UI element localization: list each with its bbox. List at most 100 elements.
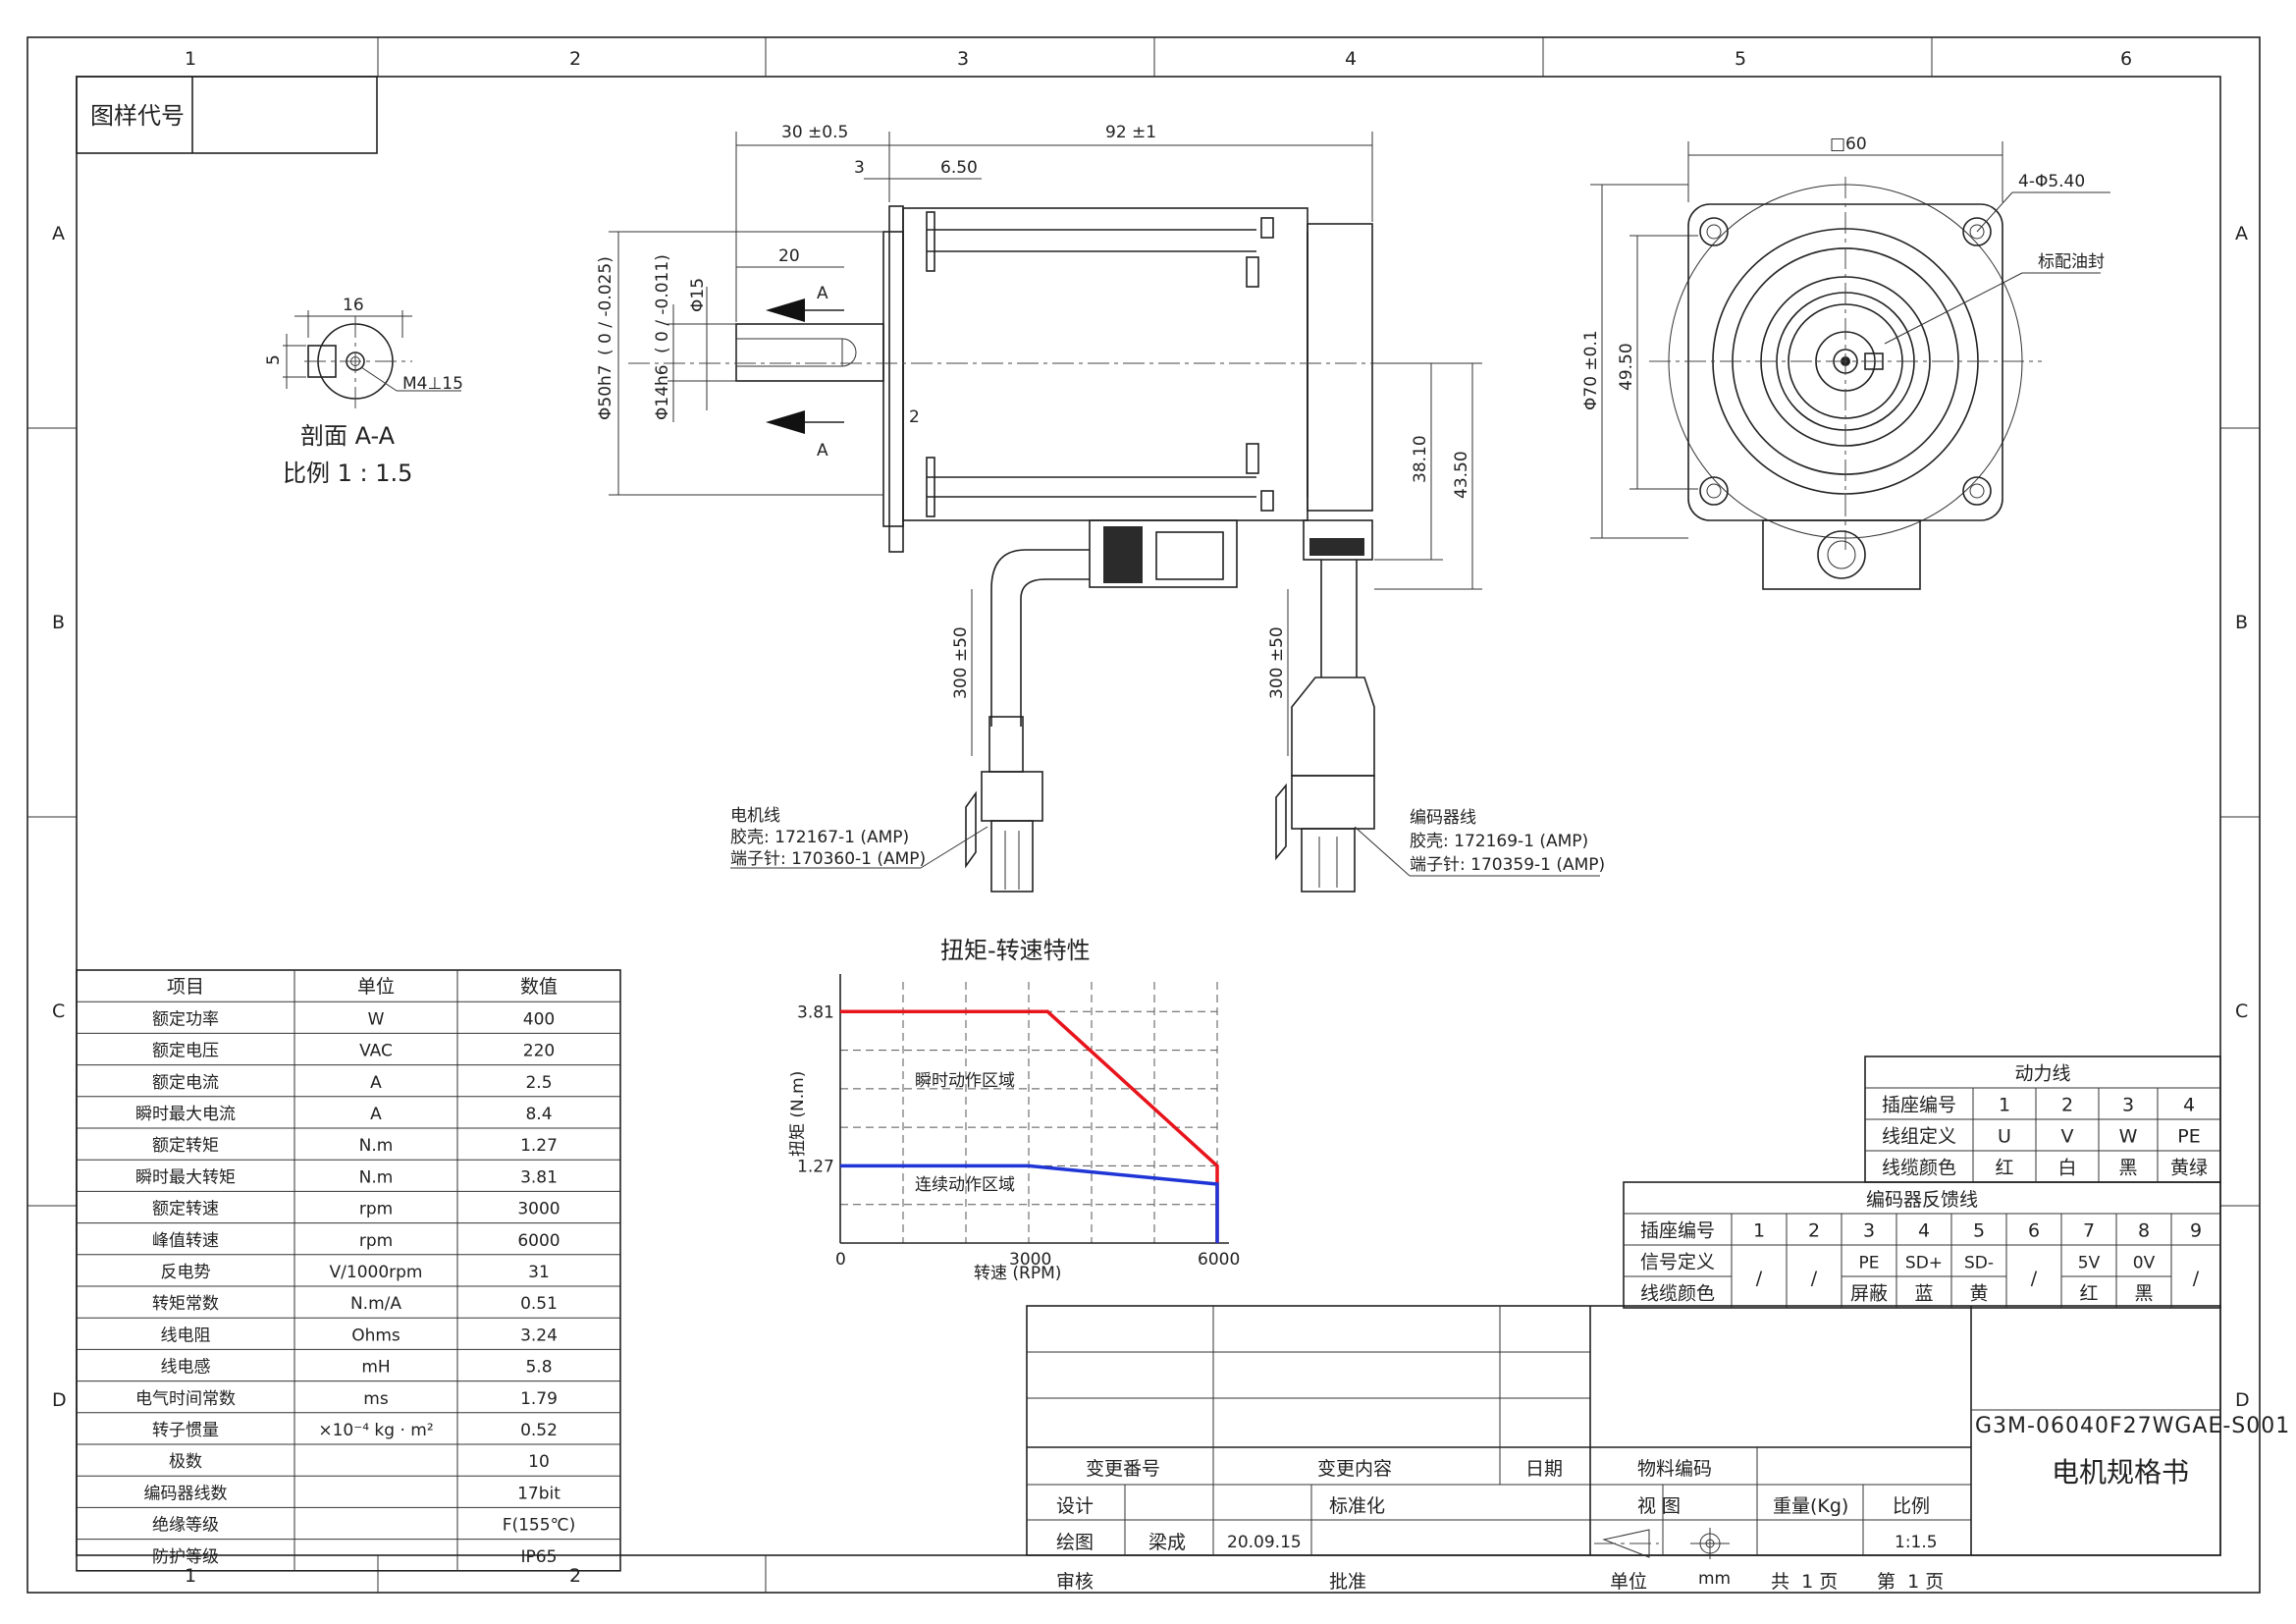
spec-table-cell: 线电阻	[161, 1326, 211, 1345]
encoder-table-cell: /	[2193, 1268, 2200, 1289]
dim-flange-square: □60	[1830, 135, 1867, 154]
spec-table-cell: 5.8	[525, 1358, 552, 1378]
spec-table-cell: 转子惯量	[152, 1421, 219, 1440]
dim-height-2: 43.50	[1452, 451, 1471, 499]
dim-key-length: 20	[778, 246, 800, 266]
spec-table-cell: A	[370, 1073, 382, 1093]
spec-table-cell: 220	[523, 1042, 555, 1061]
encoder-table-cell: 红	[2079, 1283, 2098, 1305]
title-block: 变更番号 变更内容 日期 物料编码 设计 标准化 绘图 梁成 20.09.15 …	[1026, 1305, 2221, 1559]
chart-y-axis-label: 扭矩 (N.m)	[788, 1071, 808, 1157]
encoder-table-header: 8	[2138, 1220, 2150, 1242]
spec-table-cell: 31	[528, 1263, 550, 1282]
dim-shaft-diameter: Φ15	[688, 278, 708, 312]
encoder-table-header: 1	[1753, 1220, 1765, 1242]
encoder-table-cell: 黑	[2134, 1283, 2153, 1305]
col-label: 1	[185, 1565, 196, 1587]
spec-table-cell: 3.24	[520, 1326, 558, 1345]
spec-table-cell: N.m	[359, 1167, 394, 1187]
spec-table-cell: 峰值转速	[152, 1231, 219, 1251]
chart-x-tick-label: 6000	[1198, 1250, 1240, 1270]
power-table-title: 动力线	[2014, 1063, 2070, 1085]
col-label: 5	[1735, 48, 1746, 70]
encoder-table-cell: 屏蔽	[1850, 1283, 1888, 1305]
spec-table-cell: 1.79	[520, 1389, 558, 1409]
spec-table-cell: 2.5	[525, 1073, 552, 1093]
spec-table-cell: 线电感	[161, 1358, 211, 1378]
spec-table-cell: N.m/A	[350, 1294, 401, 1314]
power-table-cell: PE	[2177, 1126, 2200, 1148]
spec-table-cell: N.m	[359, 1136, 394, 1156]
spec-table-cell: rpm	[359, 1200, 393, 1219]
spec-table-cell: 额定电压	[152, 1042, 219, 1061]
spec-table-cell: mH	[361, 1358, 390, 1378]
dim-motor-cable-length: 300 ±50	[951, 626, 971, 699]
power-table-cell: 线组定义	[1882, 1126, 1956, 1148]
encoder-table-cell: /	[1756, 1268, 1763, 1289]
encoder-table-label: 信号定义	[1640, 1252, 1715, 1273]
tb-draw-date: 20.09.15	[1227, 1533, 1302, 1552]
spec-table-cell: 1.27	[520, 1136, 558, 1156]
dim-hole-spacing: 49.50	[1617, 343, 1636, 391]
row-label: C	[52, 1001, 65, 1022]
tb-ratio: 比例	[1893, 1495, 1930, 1517]
drawing-code-box	[76, 76, 378, 154]
encoder-table-header: 9	[2190, 1220, 2202, 1242]
spec-table-cell: IP65	[521, 1547, 558, 1567]
dim-mount-holes: 4-Φ5.40	[2018, 172, 2085, 191]
spec-table-cell: 6000	[517, 1231, 560, 1251]
encoder-table-cell: 0V	[2133, 1254, 2156, 1273]
chart-x-tick-label: 3000	[1009, 1250, 1051, 1270]
chart-x-axis-label: 转速 (RPM)	[974, 1264, 1061, 1283]
drawing-code-label: 图样代号	[90, 102, 185, 130]
spec-table-cell: ms	[363, 1389, 389, 1409]
spec-table-cell: 瞬时最大电流	[135, 1105, 236, 1124]
encoder-table-label: 线缆颜色	[1640, 1283, 1715, 1305]
section-mark-bottom: A	[817, 441, 828, 460]
chart-y-tick-label: 1.27	[797, 1157, 834, 1176]
power-table-cell: 黑	[2118, 1158, 2137, 1179]
power-table-cell: 1	[1999, 1095, 2010, 1116]
col-label: 3	[957, 48, 969, 70]
col-label: 2	[569, 48, 581, 70]
spec-table-cell: ×10⁻⁴ kg · m²	[318, 1421, 433, 1440]
spec-table-cell: A	[370, 1105, 382, 1124]
spec-table-cell: 3.81	[520, 1167, 558, 1187]
motor-cable-label: 电机线	[730, 806, 780, 826]
power-table-cell: 插座编号	[1882, 1095, 1956, 1116]
encoder-table-cell: SD+	[1905, 1254, 1943, 1273]
power-table-cell: 3	[2122, 1095, 2134, 1116]
chart-y-tick-label: 3.81	[797, 1002, 834, 1022]
section-dim-width: 16	[343, 296, 364, 315]
tb-change-no: 变更番号	[1086, 1458, 1160, 1480]
tb-draw: 绘图	[1056, 1532, 1094, 1553]
power-table-cell: 红	[1995, 1158, 2013, 1179]
motor-cable-housing: 胶壳: 172167-1 (AMP)	[730, 828, 909, 847]
spec-table-frame	[76, 969, 621, 1572]
spec-table-cell: 极数	[169, 1452, 202, 1472]
oil-seal-label: 标配油封	[2038, 252, 2105, 272]
spec-table-header: 数值	[520, 976, 558, 998]
dim-spigot: Φ50h7	[596, 364, 615, 420]
tb-design: 设计	[1056, 1495, 1094, 1517]
encoder-table-title: 编码器反馈线	[1866, 1189, 1978, 1211]
col-label: 1	[185, 48, 196, 70]
chart-peak-region-label: 瞬时动作区域	[915, 1071, 1015, 1091]
section-dim-height: 5	[264, 354, 284, 365]
spec-table-cell: 400	[523, 1009, 555, 1029]
tb-change-content: 变更内容	[1317, 1458, 1392, 1480]
encoder-table-header: 5	[1973, 1220, 1985, 1242]
spec-table-cell: Ohms	[351, 1326, 400, 1345]
motor-cable-pin: 端子针: 170360-1 (AMP)	[730, 849, 926, 869]
spec-table-cell: 8.4	[525, 1105, 552, 1124]
spec-table-cell: rpm	[359, 1231, 393, 1251]
dim-shaft-length: 30 ±0.5	[781, 123, 848, 142]
encoder-table-header: 3	[1863, 1220, 1875, 1242]
spec-table-cell: 反电势	[161, 1263, 211, 1282]
spec-table-cell: W	[368, 1009, 385, 1029]
